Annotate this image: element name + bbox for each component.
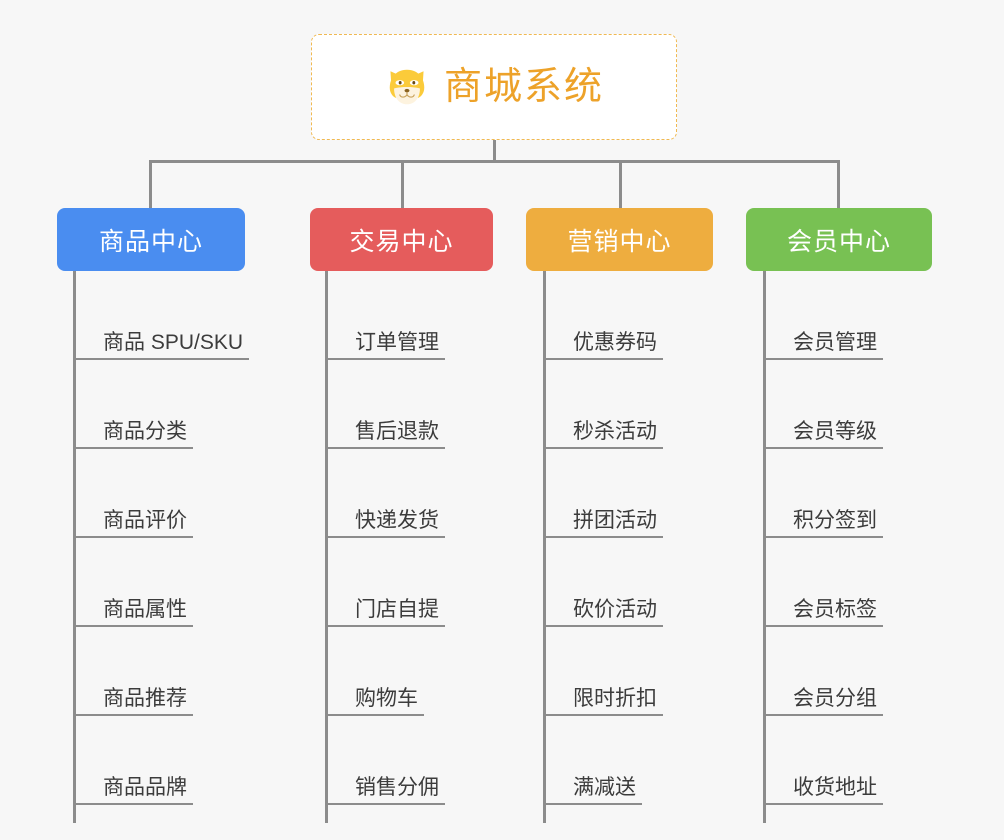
connector-drop-1 [149, 160, 152, 208]
list-item[interactable]: 快递发货 [325, 449, 445, 538]
connector-root-vertical [493, 140, 496, 162]
list-item[interactable]: 商品品牌 [73, 716, 193, 805]
branch-header-member-center[interactable]: 会员中心 [746, 208, 932, 271]
connector-horizontal-bus [149, 160, 839, 163]
list-item[interactable]: 售后退款 [325, 360, 445, 449]
list-item[interactable]: 满减送 [543, 716, 642, 805]
list-item[interactable]: 订单管理 [325, 271, 445, 360]
list-item[interactable]: 销售分佣 [325, 716, 445, 805]
root-title: 商城系统 [443, 66, 604, 108]
list-item[interactable]: 收货地址 [763, 716, 883, 805]
branch-label: 营销中心 [567, 227, 672, 256]
list-item[interactable]: 会员等级 [763, 360, 883, 449]
list-item[interactable]: 会员管理 [763, 271, 883, 360]
connector-drop-2 [401, 160, 404, 208]
leaf-spine [543, 271, 546, 823]
list-item[interactable]: 商品评价 [73, 449, 193, 538]
leaf-spine [325, 271, 328, 823]
list-item[interactable]: 秒杀活动 [543, 360, 663, 449]
list-item[interactable]: 砍价活动 [543, 538, 663, 627]
branch-label: 交易中心 [349, 227, 454, 256]
branch-label: 商品中心 [98, 227, 203, 256]
list-item[interactable]: 商品属性 [73, 538, 193, 627]
connector-drop-4 [837, 160, 840, 208]
list-item[interactable]: 购物车 [325, 627, 424, 716]
list-item[interactable]: 优惠券码 [543, 271, 663, 360]
list-item[interactable]: 限时折扣 [543, 627, 663, 716]
list-item[interactable]: 门店自提 [325, 538, 445, 627]
list-item[interactable]: 积分签到 [763, 449, 883, 538]
list-item[interactable]: 拼团活动 [543, 449, 663, 538]
branch-header-marketing-center[interactable]: 营销中心 [526, 208, 713, 271]
list-item[interactable]: 商品推荐 [73, 627, 193, 716]
branch-header-trade-center[interactable]: 交易中心 [310, 208, 493, 271]
connector-drop-3 [619, 160, 622, 208]
leaf-spine [763, 271, 766, 823]
list-item[interactable]: 商品 SPU/SKU [73, 271, 250, 360]
shiba-dog-icon [384, 64, 430, 110]
list-item[interactable]: 商品分类 [73, 360, 193, 449]
list-item[interactable]: 会员标签 [763, 538, 883, 627]
branch-header-product-center[interactable]: 商品中心 [57, 208, 245, 271]
leaf-spine [73, 271, 76, 823]
branch-label: 会员中心 [786, 227, 891, 256]
list-item[interactable]: 会员分组 [763, 627, 883, 716]
root-node[interactable]: 商城系统 [311, 34, 677, 140]
